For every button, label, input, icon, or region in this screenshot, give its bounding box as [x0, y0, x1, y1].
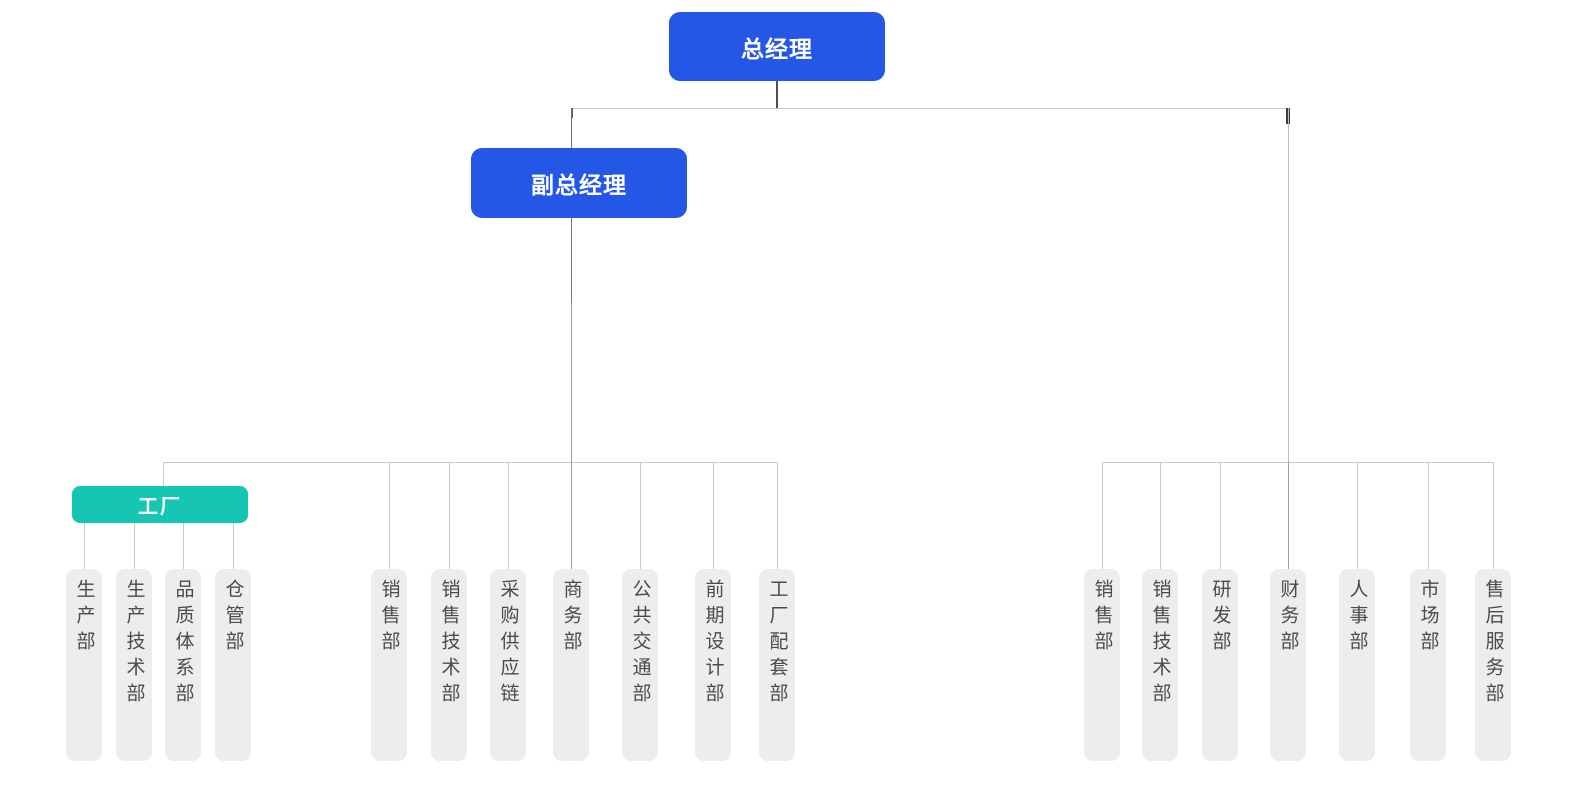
department-label: 工厂配套部: [766, 579, 788, 709]
connector-line: [1288, 108, 1289, 462]
connector-line: [1102, 462, 1494, 463]
department-label: 市场部: [1417, 579, 1439, 657]
department-node[interactable]: 仓管部: [215, 569, 251, 761]
department-node[interactable]: 采购供应链: [490, 569, 526, 761]
connector-line: [571, 462, 572, 569]
department-node[interactable]: 售后服务部: [1475, 569, 1511, 761]
department-label: 采购供应链: [497, 579, 519, 709]
department-label: 销售技术部: [1149, 579, 1171, 709]
department-node[interactable]: 生产技术部: [116, 569, 152, 761]
connector-line: [571, 218, 572, 462]
connector-line: [134, 523, 135, 569]
department-node[interactable]: 工厂配套部: [759, 569, 795, 761]
department-label: 销售技术部: [438, 579, 460, 709]
connector-line: [1160, 462, 1161, 569]
department-label: 公共交通部: [629, 579, 651, 709]
department-label: 仓管部: [222, 579, 244, 657]
department-node[interactable]: 研发部: [1202, 569, 1238, 761]
connector-line: [1493, 462, 1494, 569]
connector-line: [508, 462, 509, 569]
department-label: 前期设计部: [702, 579, 724, 709]
department-node[interactable]: 公共交通部: [622, 569, 658, 761]
department-node[interactable]: 前期设计部: [695, 569, 731, 761]
department-label: 售后服务部: [1482, 579, 1504, 709]
department-label: 财务部: [1277, 579, 1299, 657]
department-node[interactable]: 人事部: [1339, 569, 1375, 761]
connector-line: [776, 81, 778, 108]
department-node[interactable]: 销售部: [1084, 569, 1120, 761]
department-label: 生产部: [73, 579, 95, 657]
connector-line: [1102, 462, 1103, 569]
connector-line: [1220, 462, 1221, 569]
connector-line: [233, 523, 234, 569]
connector-tick: [571, 108, 573, 118]
department-node[interactable]: 生产部: [66, 569, 102, 761]
department-label: 生产技术部: [123, 579, 145, 709]
connector-line: [84, 523, 85, 569]
connector-line: [1357, 462, 1358, 569]
connector-line: [571, 218, 572, 303]
connector-line: [640, 462, 641, 569]
connector-line: [571, 108, 572, 148]
node-general-manager[interactable]: 总经理: [669, 12, 885, 81]
department-label: 商务部: [560, 579, 582, 657]
department-node[interactable]: 品质体系部: [165, 569, 201, 761]
department-label: 研发部: [1209, 579, 1231, 657]
connector-line: [1288, 462, 1289, 569]
connector-line: [163, 462, 778, 463]
department-label: 销售部: [1091, 579, 1113, 657]
department-label: 销售部: [378, 579, 400, 657]
department-node[interactable]: 销售部: [371, 569, 407, 761]
department-label: 人事部: [1346, 579, 1368, 657]
connector-line: [163, 462, 164, 486]
department-node[interactable]: 销售技术部: [431, 569, 467, 761]
connector-line: [449, 462, 450, 569]
node-label: 副总经理: [531, 172, 627, 198]
connector-line: [777, 462, 778, 569]
department-node[interactable]: 市场部: [1410, 569, 1446, 761]
node-factory[interactable]: 工厂: [72, 486, 248, 523]
department-label: 品质体系部: [172, 579, 194, 709]
connector-line: [1428, 462, 1429, 569]
department-node[interactable]: 财务部: [1270, 569, 1306, 761]
node-label: 总经理: [741, 35, 813, 62]
department-node[interactable]: 商务部: [553, 569, 589, 761]
department-node[interactable]: 销售技术部: [1142, 569, 1178, 761]
connector-line: [713, 462, 714, 569]
node-label: 工厂: [138, 496, 182, 518]
connector-line: [389, 462, 390, 569]
node-deputy-general-manager[interactable]: 副总经理: [471, 148, 687, 218]
connector-line: [571, 108, 1289, 109]
connector-line: [183, 523, 184, 569]
